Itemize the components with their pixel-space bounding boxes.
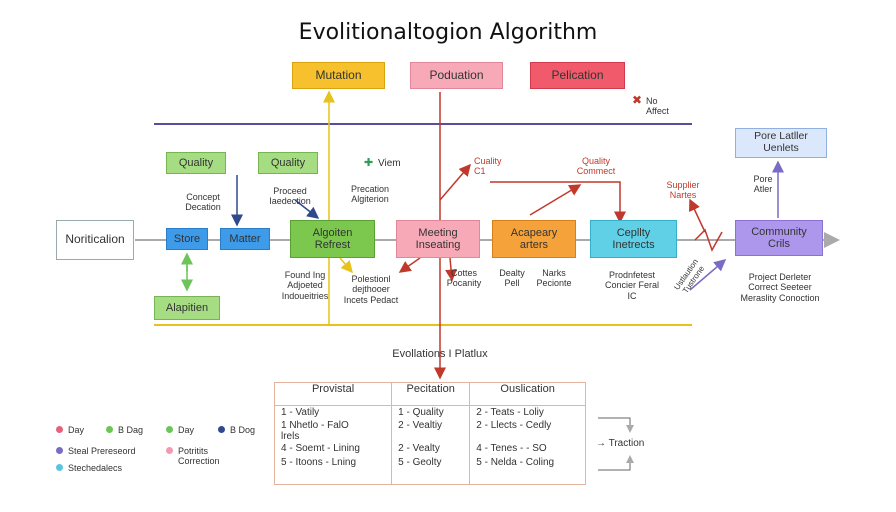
- legend-item: Potritits Correction: [166, 446, 220, 467]
- table-cell: 2 - Teats - Loliy 2 - Llects - Cedly 4 - T…: [469, 405, 586, 485]
- legend-item: Day: [56, 425, 84, 435]
- table-cell-line: 1 Nhetlo - FalO lrels: [281, 420, 349, 442]
- legend-dot-icon: [106, 426, 113, 433]
- legend-label: B Dag: [118, 425, 144, 435]
- vertical-purple-arrow: [689, 259, 727, 291]
- process-label: Proceed Iaedection: [269, 186, 311, 207]
- legend-label: Day: [68, 425, 85, 435]
- legend-label: Steal Prereseord: [68, 446, 136, 456]
- professional-label: Prodnfetest Concier Feral IC: [604, 270, 660, 301]
- traction-bracket-top: [598, 417, 634, 433]
- quality-c-label: Cuality C1: [474, 156, 502, 177]
- comment-arrow: [490, 181, 626, 224]
- table-cell-line: 5 - Geolty: [398, 457, 442, 468]
- matter-box[interactable]: Matter: [220, 228, 270, 250]
- legend-label: Potritits Correction: [178, 446, 220, 467]
- table-cell-line: 2 - Teats - Loliy: [476, 407, 544, 418]
- traction-bracket-bottom: [598, 455, 634, 471]
- pore-side-label: Pore Atler: [753, 174, 773, 195]
- relational-label: Polestionl dejthooer Incets Pedact: [343, 274, 399, 305]
- store-box[interactable]: Store: [166, 228, 208, 250]
- platform-title: Evollations I Platlux: [392, 348, 488, 360]
- accuracy-box[interactable]: Acapeary arters: [492, 220, 576, 258]
- no-affect-label: No Affect: [646, 96, 669, 117]
- legend-item: B Dog: [218, 425, 255, 435]
- table-cell-line: 4 - Tenes - - SO: [476, 443, 547, 454]
- quality-c-arrow: [439, 163, 471, 201]
- supplier-notes-label: Supplier Nartes: [666, 180, 700, 201]
- project-label: Project Derleter Correct Seeteer Merasli…: [740, 272, 820, 303]
- collects-label: Cottes Pocanity: [446, 268, 482, 289]
- legend-dot-icon: [56, 426, 63, 433]
- view-label: Viem: [378, 158, 401, 169]
- community-box[interactable]: Community Crils: [735, 220, 823, 256]
- pore-box[interactable]: Pore Latller Uenlets: [735, 128, 827, 158]
- quality-box-1[interactable]: Quality: [166, 152, 226, 174]
- table-cell-line: 5 - Itoons - Lning: [281, 457, 357, 468]
- no-affect-x: ✖: [632, 93, 642, 107]
- quality-path-label: Dealty Pell: [499, 268, 525, 289]
- table-cell-line: 5 - Nelda - Coling: [476, 457, 555, 468]
- pelication-box[interactable]: Pelication: [530, 62, 625, 89]
- algorithm-refresh-box[interactable]: Algoiten Refrest: [290, 220, 375, 258]
- notification-box[interactable]: Noriticalion: [56, 220, 134, 260]
- quality-box-2[interactable]: Quality: [258, 152, 318, 174]
- legend-dot-icon: [218, 426, 225, 433]
- supplier-arrow: [694, 228, 723, 252]
- marks-label: Narks Pecionte: [536, 268, 572, 289]
- traction-label: → Traction: [596, 438, 645, 449]
- table-header: Pecitation: [391, 382, 471, 406]
- legend-item: B Dag: [106, 425, 143, 435]
- legend-item: Steal Prereseord: [56, 446, 136, 456]
- algorithm-box[interactable]: Alapitien: [154, 296, 220, 320]
- page-title: Evolitionaltogion Algorithm: [298, 20, 598, 45]
- table-cell-line: 1 - Vatily: [281, 407, 320, 418]
- legend-label: B Dog: [230, 425, 256, 435]
- legend-label: Stechedalecs: [68, 463, 123, 473]
- platform-table: Provistal Pecitation Ouslication 1 - Vat…: [273, 382, 586, 485]
- table-cell-line: 2 - Llects - Cedly: [476, 420, 552, 431]
- supplier-up-arrow: [689, 198, 706, 233]
- meeting-box[interactable]: Meeting Inseating: [396, 220, 480, 258]
- accuracy-up-arrow: [529, 184, 582, 216]
- legend-dot-icon: [166, 447, 173, 454]
- table-cell-line: 2 - Vealtiy: [398, 420, 443, 431]
- table-cell: 1 - Quality 2 - Vealtiy 2 - Vealty 5 - Geol…: [391, 405, 471, 485]
- capability-box[interactable]: Cepllty Inetrects: [590, 220, 677, 258]
- legend-dot-icon: [56, 464, 63, 471]
- process-arrow: [294, 199, 320, 219]
- mutation-box[interactable]: Mutation: [292, 62, 385, 89]
- legend-dot-icon: [56, 447, 63, 454]
- quality-comment-label: Quality Commect: [576, 156, 616, 177]
- preparation-label: Precation Algiterion: [350, 184, 390, 205]
- meeting-down-arrow-2: [445, 257, 458, 282]
- view-icon: ✚: [364, 156, 373, 169]
- concept-label: Concept Decation: [185, 192, 221, 213]
- table-cell-line: 4 - Soemt - Lining: [281, 443, 360, 454]
- table-header: Provistal: [273, 382, 393, 406]
- legend-label: Day: [178, 425, 195, 435]
- population-box[interactable]: Poduation: [410, 62, 503, 89]
- legend-dot-icon: [166, 426, 173, 433]
- meeting-down-arrow: [398, 257, 421, 273]
- legend-item: Stechedalecs: [56, 463, 122, 473]
- table-cell-line: 2 - Vealty: [398, 443, 440, 454]
- legend-item: Day: [166, 425, 194, 435]
- table-cell-line: 1 - Quality: [398, 407, 444, 418]
- found-label: Found Ing Adjoeted Indoueitries: [281, 270, 329, 301]
- table-header: Ouslication: [469, 382, 586, 406]
- algorithm-down-arrow: [339, 257, 353, 274]
